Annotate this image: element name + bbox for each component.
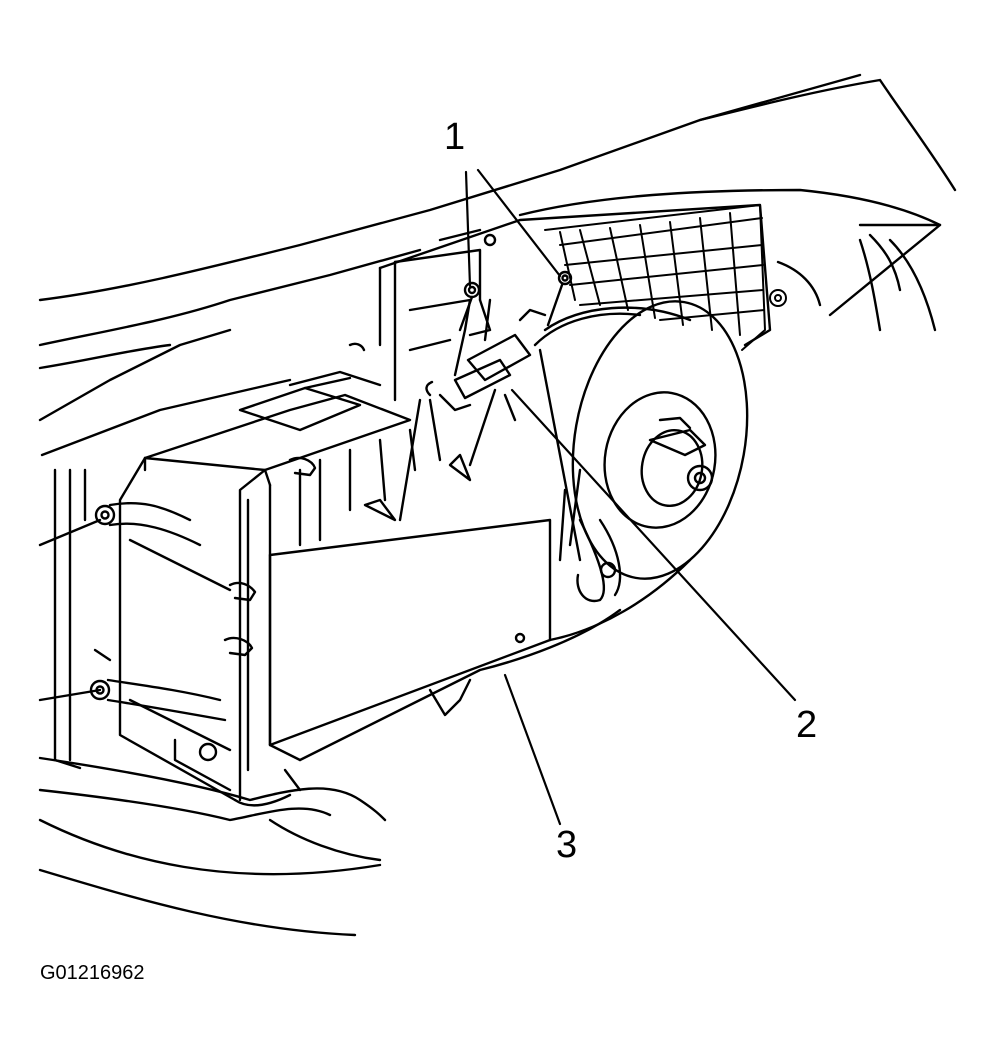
vehicle-body-outline	[38, 73, 957, 702]
floor-contours	[38, 756, 387, 937]
callout-leaders	[464, 168, 797, 826]
figure-id: G01216962	[40, 962, 145, 984]
hvac-case	[118, 342, 692, 807]
callout-label-3: 3	[556, 824, 578, 866]
inlet-screen	[544, 204, 787, 351]
blower-motor-housing	[533, 300, 749, 603]
blower-resistor	[398, 298, 547, 522]
callout-label-2: 2	[796, 704, 818, 746]
left-frame	[53, 468, 227, 770]
upper-frame	[378, 203, 772, 402]
mounting-screws	[458, 233, 573, 332]
callout-label-1: 1	[444, 116, 466, 158]
